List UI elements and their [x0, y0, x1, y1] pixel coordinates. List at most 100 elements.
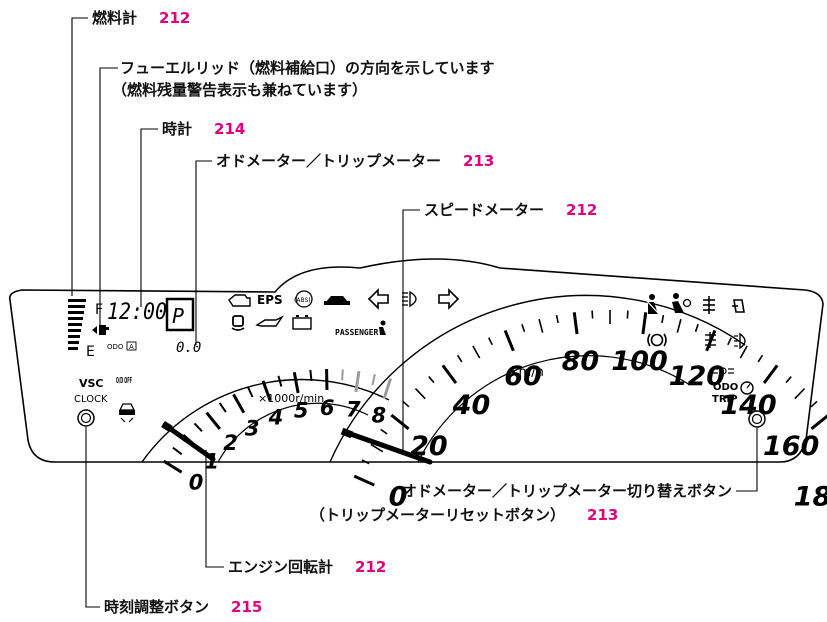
- front-fog-icon: [705, 332, 716, 348]
- callout-line-fuel-gauge: [71, 17, 88, 296]
- speedometer-tick: [488, 337, 493, 346]
- tachometer-tick: [382, 378, 392, 400]
- vsc-label: VSC: [79, 377, 104, 390]
- tail-light-icon: [712, 367, 734, 375]
- callout-lines: [71, 17, 758, 608]
- callout-clock-page[interactable]: 214: [214, 120, 246, 138]
- trip-readout: 0.0: [176, 340, 201, 356]
- odo-trip-button[interactable]: [748, 410, 766, 428]
- speedometer-tick: [694, 323, 699, 333]
- tachometer-numeral: 2: [223, 431, 238, 455]
- tachometer-tick: [162, 459, 183, 474]
- speedometer-tick: [661, 314, 665, 324]
- clock-button-label: CLOCK: [74, 394, 108, 405]
- seatbelt-reminder-icon: [645, 294, 660, 315]
- speedometer-tick: [591, 310, 594, 319]
- speedometer-numerals: 020406080100120140160180: [389, 346, 827, 513]
- speedometer-numeral: 40: [452, 390, 491, 421]
- tachometer-tick: [205, 411, 222, 430]
- callout-odo-trip-label: オドメーター／トリップメーター: [216, 152, 442, 170]
- callout-fuel-gauge-label: 燃料計: [92, 9, 138, 27]
- speedometer-tick: [414, 388, 426, 400]
- speedometer-numeral: 160: [763, 431, 819, 462]
- callout-tachometer-label: エンジン回転計: [228, 558, 334, 576]
- speedometer-tick: [441, 364, 458, 384]
- speedometer-tick: [727, 337, 732, 346]
- speedometer-tick: [361, 459, 370, 465]
- callout-odo-button-sub-label: （トリップメーターリセットボタン）: [310, 506, 566, 524]
- speedometer-numeral: 0: [389, 482, 408, 513]
- callout-odo-button: オドメーター／トリップメーター切り替えボタン: [402, 481, 732, 501]
- speedometer-needle-tip: [340, 427, 354, 439]
- tachometer-numeral: 5: [294, 399, 309, 423]
- speedometer-tick: [810, 414, 827, 430]
- tachometer-tick: [277, 375, 283, 387]
- speedometer-dial: 020406080100120140160180 km/h: [329, 294, 827, 513]
- callout-tachometer-page[interactable]: 212: [355, 558, 387, 576]
- tachometer-inner-arc: [217, 402, 369, 463]
- tachometer-tick: [247, 386, 254, 398]
- speedometer-inner-arc: [417, 355, 691, 463]
- tachometer-numeral: 3: [245, 416, 260, 440]
- callout-fuel-lid-sub-label: （燃料残量警告表示も兼ねています）: [112, 81, 368, 99]
- speedometer-tick: [390, 413, 410, 430]
- callout-line-tachometer: [205, 450, 224, 568]
- fuel-empty-mark: E: [86, 344, 95, 360]
- tachometer-tick: [309, 369, 313, 382]
- fuel-full-mark: F: [95, 302, 103, 318]
- speedometer-tick: [572, 312, 579, 335]
- speedometer-numeral: 80: [562, 346, 600, 377]
- odo-trip-label-2: TRIP: [712, 394, 738, 405]
- cluster-outline: [8, 258, 824, 463]
- tachometer-outer-arc: [141, 378, 390, 463]
- speedometer-tick: [739, 345, 748, 359]
- speedometer-numeral: 140: [720, 390, 776, 421]
- callout-odo-button-sub: （トリップメーターリセットボタン） 213: [310, 505, 618, 525]
- warning-lights: EPS (ABS): [228, 288, 460, 310]
- callout-odo-trip: オドメーター／トリップメーター 213: [216, 151, 494, 171]
- speedometer-numeral: 180: [794, 482, 827, 513]
- tachometer-tick: [172, 446, 183, 456]
- tachometer-tick: [292, 372, 300, 394]
- speedometer-tick: [472, 345, 481, 359]
- clock-digits: 12:00: [107, 300, 167, 325]
- speedometer-numeral: 120: [669, 361, 725, 392]
- speedometer-tick: [785, 376, 792, 384]
- callout-fuel-gauge-page[interactable]: 212: [159, 9, 191, 27]
- callout-line-clock: [140, 128, 158, 307]
- speedometer-needle: [342, 429, 433, 465]
- speedometer-tick: [538, 318, 544, 333]
- callout-line-speedometer: [402, 209, 420, 455]
- warning-lights-row-2: PASSENGER: [231, 315, 386, 337]
- clock-adjust-button[interactable]: [77, 409, 95, 427]
- speedometer-numeral: 100: [611, 346, 667, 377]
- speedometer-tick: [402, 400, 410, 408]
- tachometer-tick: [193, 422, 203, 433]
- callout-clock-button-page[interactable]: 215: [231, 598, 263, 616]
- turn-left-arrow-icon: [367, 288, 389, 310]
- speedometer-tick: [380, 428, 388, 435]
- right-warning-lights: ODO TRIP: [645, 293, 766, 428]
- check-engine-icon: [228, 294, 251, 307]
- callout-speedometer-label: スピードメーター: [424, 201, 545, 219]
- overdrive-off-indicator: O/D OFF: [116, 376, 132, 385]
- tachometer-needle: [162, 422, 216, 462]
- oil-pressure-icon: [255, 315, 285, 327]
- callout-speedometer-page[interactable]: 212: [566, 201, 598, 219]
- left-controls: VSC CLOCK O/D OFF: [74, 376, 136, 427]
- speedometer-unit: km/h: [511, 365, 544, 380]
- airbag-icon: [672, 293, 692, 313]
- turn-right-arrow-icon: [438, 288, 460, 310]
- callout-odo-button-page[interactable]: 213: [587, 506, 619, 524]
- tachometer-tick: [218, 402, 227, 413]
- tachometer-numeral: 8: [372, 404, 387, 428]
- tachometer-needle-tip: [161, 421, 173, 432]
- abs-indicator: (ABS): [294, 297, 311, 304]
- shift-frame: [165, 297, 195, 332]
- callout-odo-trip-page[interactable]: 213: [463, 152, 495, 170]
- speedometer-tick: [676, 318, 682, 333]
- callout-line-clock-button: [85, 427, 100, 608]
